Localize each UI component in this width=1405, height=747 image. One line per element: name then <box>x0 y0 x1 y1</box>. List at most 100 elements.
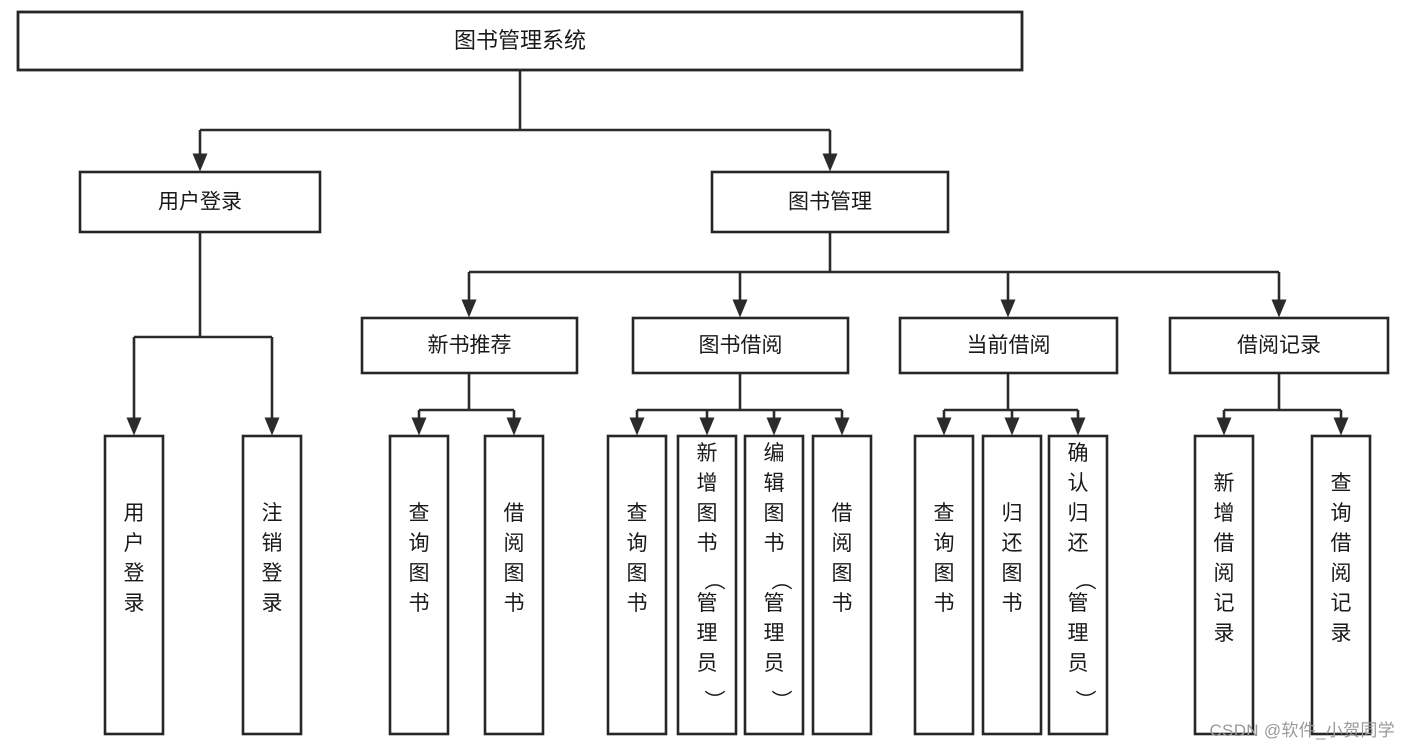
node-level2-book-borrow[interactable]: 图书借阅 <box>631 316 850 375</box>
connector-root <box>192 70 838 172</box>
node-label-char: 理 <box>764 622 785 645</box>
connector-new-book-rec <box>411 373 522 436</box>
node-rect <box>606 434 668 736</box>
node-label-char: 图 <box>832 562 853 585</box>
node-label-char: 确 <box>1068 442 1089 465</box>
node-label-char: 员 <box>697 652 718 675</box>
node-rect <box>1310 434 1372 736</box>
node-label-char: 书 <box>934 592 955 615</box>
node-label-char: 查 <box>627 502 648 525</box>
node-rect <box>1193 434 1255 736</box>
connector-layer <box>126 70 1349 436</box>
node-label: 当前借阅 <box>967 334 1051 357</box>
node-rect <box>676 434 738 736</box>
node-label-char: 书 <box>764 532 785 555</box>
node-label-char: 图 <box>697 502 718 525</box>
node-label-char: 书 <box>504 592 525 615</box>
node-label-char: 记 <box>1214 592 1235 615</box>
node-label: 用户登录 <box>158 191 242 214</box>
node-label-char: 销 <box>262 532 283 555</box>
node-label-char: ） <box>1073 690 1096 711</box>
node-rect <box>913 434 975 736</box>
node-level2-current-borrow[interactable]: 当前借阅 <box>898 316 1119 375</box>
node-label-char: 记 <box>1331 592 1352 615</box>
node-label-char: 员 <box>1068 652 1089 675</box>
node-label: 图书管理系统 <box>454 28 586 53</box>
node-label-char: 阅 <box>1331 562 1352 585</box>
node-label-char: 登 <box>124 562 145 585</box>
node-label-char: 阅 <box>1214 562 1235 585</box>
node-label-char: 员 <box>764 652 785 675</box>
node-label-char: 图 <box>409 562 430 585</box>
node-label-char: 借 <box>504 502 525 525</box>
node-label-char: 认 <box>1068 472 1089 495</box>
connector-borrow-record <box>1216 373 1349 436</box>
node-label-char: 增 <box>697 472 718 495</box>
node-rect <box>16 10 1024 72</box>
connector-book-manage <box>461 232 1287 318</box>
node-label-char: 录 <box>124 592 145 615</box>
node-rect <box>631 316 850 375</box>
csdn-watermark: CSDN @软件_小贺同学 <box>1209 721 1395 740</box>
node-rect <box>1168 316 1390 375</box>
node-label-char: 归 <box>1002 502 1023 525</box>
node-label-char: 借 <box>832 502 853 525</box>
node-label-char: ） <box>702 690 725 711</box>
node-label-char: 图 <box>1002 562 1023 585</box>
node-label-char: 询 <box>409 532 430 555</box>
node-label-char: 查 <box>934 502 955 525</box>
node-label-char: 查 <box>409 502 430 525</box>
node-root-root[interactable]: 图书管理系统 <box>16 10 1024 72</box>
node-rect <box>898 316 1119 375</box>
node-label-char: 录 <box>1214 622 1235 645</box>
node-label-char: 借 <box>1331 532 1352 555</box>
node-label-char: 注 <box>262 502 283 525</box>
node-rect <box>811 434 873 736</box>
node-rect <box>981 434 1043 736</box>
connector-current-borrow <box>936 373 1086 436</box>
node-label-char: 归 <box>1068 502 1089 525</box>
node-label-char: 询 <box>1331 502 1352 525</box>
node-rect <box>360 316 579 375</box>
node-label-char: 查 <box>1331 472 1352 495</box>
node-rect <box>78 170 322 234</box>
connector-user-login <box>126 232 280 436</box>
node-label-char: ） <box>769 690 792 711</box>
node-label-char: （ <box>1073 570 1096 591</box>
node-label-char: 阅 <box>832 532 853 555</box>
node-label-char: 书 <box>697 532 718 555</box>
node-label-char: 图 <box>934 562 955 585</box>
node-label: 图书借阅 <box>699 334 783 357</box>
node-label-char: 书 <box>409 592 430 615</box>
node-label-char: 增 <box>1214 502 1235 525</box>
node-level1-book-manage[interactable]: 图书管理 <box>710 170 950 234</box>
node-label-char: 还 <box>1068 532 1089 555</box>
connector-book-borrow <box>629 373 850 436</box>
node-label-char: 书 <box>832 592 853 615</box>
node-level1-user-login[interactable]: 用户登录 <box>78 170 322 234</box>
node-label-char: 图 <box>764 502 785 525</box>
node-label-char: 管 <box>1068 592 1089 615</box>
node-leaf-leaf-user-login[interactable]: 用户登录 <box>103 434 165 736</box>
node-rect <box>241 434 303 736</box>
node-label-char: 询 <box>934 532 955 555</box>
node-level2-new-book-rec[interactable]: 新书推荐 <box>360 316 579 375</box>
node-label-char: 还 <box>1002 532 1023 555</box>
node-label: 图书管理 <box>788 191 872 214</box>
node-label-char: （ <box>702 570 725 591</box>
node-level2-borrow-record[interactable]: 借阅记录 <box>1168 316 1390 375</box>
node-label-char: 新 <box>1214 472 1235 495</box>
